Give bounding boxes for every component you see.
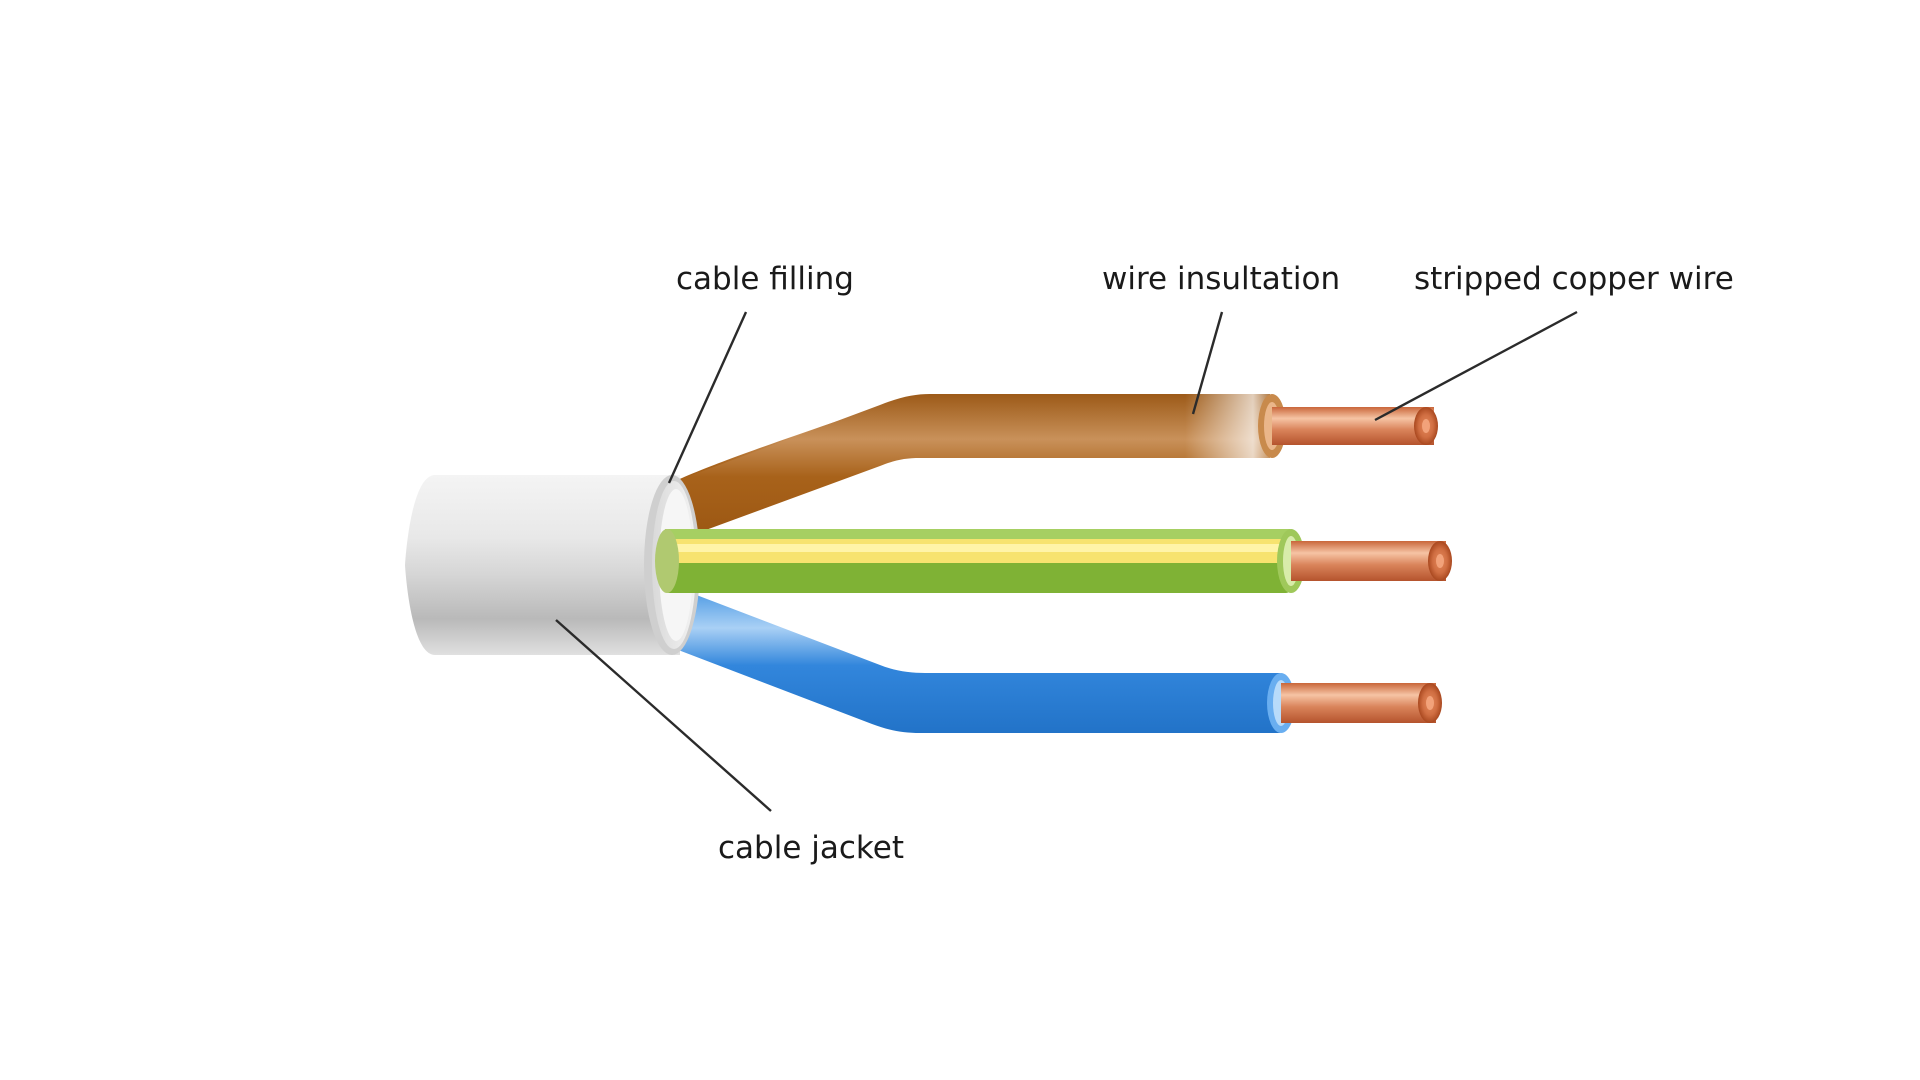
earth-wire	[655, 529, 1452, 593]
cable-jacket-body	[405, 475, 680, 655]
earth-wire-green-top	[665, 529, 1290, 539]
wire-insulation-leader	[1191, 311, 1224, 415]
label-cable-filling: cable filling	[676, 261, 854, 297]
label-wire-insulation: wire insultation	[1102, 261, 1340, 297]
earth-copper-tip-core	[1436, 554, 1444, 568]
blue-wire	[660, 583, 1442, 733]
label-stripped-copper-wire: stripped copper wire	[1414, 261, 1734, 297]
blue-wire-body	[660, 583, 1280, 733]
earth-wire-start	[655, 529, 679, 593]
label-cable-jacket: cable jacket	[718, 830, 904, 866]
earth-copper-conductor	[1291, 541, 1446, 581]
brown-copper-tip-core	[1422, 419, 1430, 433]
brown-wire-shine	[930, 394, 1270, 458]
brown-wire	[660, 394, 1438, 545]
cable-filling-leader	[667, 311, 748, 484]
brown-copper-conductor	[1272, 407, 1434, 445]
stripped-copper-wire-leader	[1374, 310, 1578, 422]
blue-copper-conductor	[1281, 683, 1436, 723]
cable-jacket-leader	[555, 619, 772, 812]
blue-copper-tip-core	[1426, 696, 1434, 710]
earth-wire-yellow-shine	[665, 544, 1290, 552]
